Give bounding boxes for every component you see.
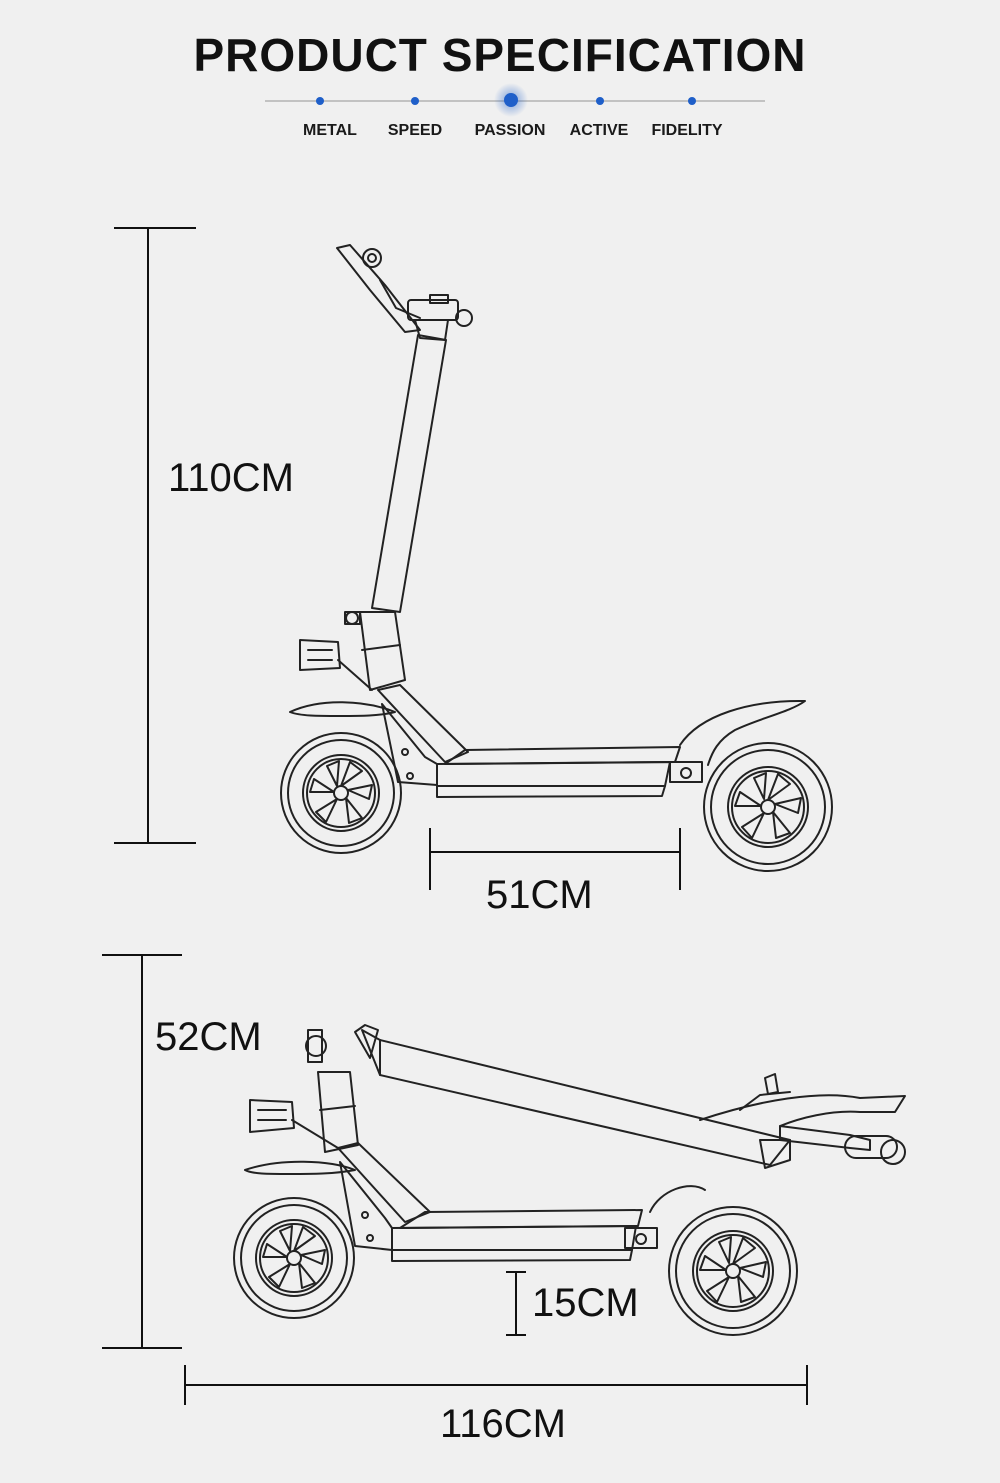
unfolded-rear-wheel [703, 742, 833, 872]
folded-headlight [249, 1099, 339, 1149]
unfolded-stem [371, 334, 447, 613]
folded-frame [305, 1029, 431, 1251]
timeline-dot-passion [504, 93, 518, 107]
folded-rear-wheel [668, 1206, 798, 1336]
unfolded-front-wheel [280, 732, 402, 854]
ground-clearance-label: 15CM [532, 1281, 639, 1325]
height-folded-label: 52CM [155, 1015, 262, 1059]
feature-label-passion: PASSION [474, 122, 546, 139]
folded-length-label: 116CM [440, 1402, 566, 1446]
feature-label-fidelity: FIDELITY [651, 122, 723, 139]
page-title: PRODUCT SPECIFICATION [193, 29, 807, 81]
unfolded-front-fender [289, 701, 396, 717]
unfolded-headlight [299, 639, 373, 691]
folded-rear-fender [649, 1185, 706, 1213]
folded-stem [354, 1024, 791, 1169]
scooter-folded [233, 1024, 906, 1336]
timeline-dot-active [596, 97, 604, 105]
feature-label-speed: SPEED [387, 122, 443, 139]
folded-front-fender [244, 1160, 356, 1175]
timeline-dot-fidelity [688, 97, 696, 105]
unfolded-frame [344, 611, 469, 786]
timeline-dot-speed [411, 97, 419, 105]
deck-length-label: 51CM [486, 873, 593, 917]
height-unfolded-label: 110CM [168, 456, 294, 500]
feature-label-metal: METAL [303, 122, 357, 139]
dimension-lines [102, 227, 808, 1405]
feature-label-active: ACTIVE [569, 122, 629, 139]
unfolded-deck [436, 746, 703, 798]
unfolded-rear-fender [679, 699, 806, 766]
timeline-dot-metal [316, 97, 324, 105]
folded-handlebar [699, 1073, 906, 1165]
feature-timeline [265, 83, 765, 117]
unfolded-handlebar [336, 244, 473, 341]
scooter-unfolded [280, 244, 833, 872]
folded-front-wheel [233, 1197, 355, 1319]
folded-deck [391, 1209, 658, 1262]
